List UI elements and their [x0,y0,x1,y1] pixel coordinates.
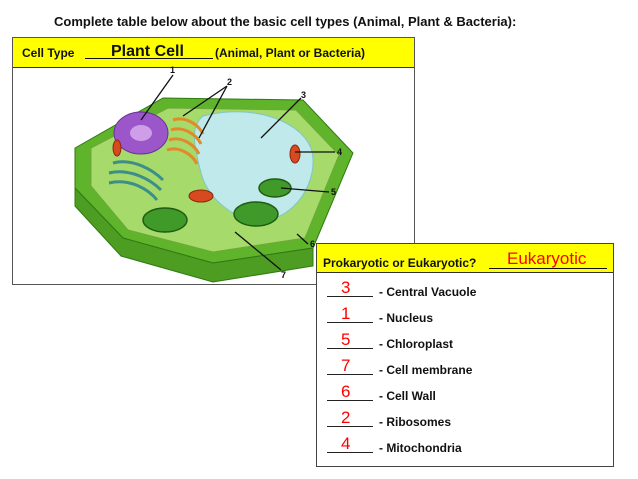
callout-1: 1 [170,65,175,75]
quiz-row: 7 - Cell membrane [327,360,607,382]
mitochondrion [290,145,300,163]
quiz-question: Prokaryotic or Eukaryotic? [323,256,476,270]
answer-number: 2 [341,408,350,428]
quiz-row: 6 - Cell Wall [327,386,607,408]
answer-number: 1 [341,304,350,324]
callout-4: 4 [337,147,342,157]
quiz-panel: Prokaryotic or Eukaryotic? Eukaryotic 3 … [316,243,614,467]
organelle-label: - Mitochondria [379,441,462,455]
answer-number: 3 [341,278,350,298]
quiz-answer: Eukaryotic [507,249,586,269]
answer-number: 4 [341,434,350,454]
quiz-row: 5 - Chloroplast [327,334,607,356]
answer-number: 6 [341,382,350,402]
organelle-label: - Chloroplast [379,337,453,351]
quiz-row: 1 - Nucleus [327,308,607,330]
nucleolus [130,125,152,141]
chloroplast [234,202,278,226]
answer-number: 7 [341,356,350,376]
organelle-label: - Central Vacuole [379,285,476,299]
chloroplast [143,208,187,232]
quiz-row: 2 - Ribosomes [327,412,607,434]
organelle-label: - Ribosomes [379,415,451,429]
organelle-label: - Nucleus [379,311,433,325]
callout-3: 3 [301,90,306,100]
organelle-label: - Cell membrane [379,363,472,377]
quiz-header: Prokaryotic or Eukaryotic? Eukaryotic [317,244,613,273]
callout-7: 7 [281,270,286,280]
callout-5: 5 [331,187,336,197]
callout-6: 6 [310,239,315,249]
quiz-row: 4 - Mitochondria [327,438,607,460]
mitochondrion [113,140,121,156]
quiz-row: 3 - Central Vacuole [327,282,607,304]
answer-number: 5 [341,330,350,350]
callout-2: 2 [227,77,232,87]
mitochondrion [189,190,213,202]
organelle-label: - Cell Wall [379,389,436,403]
instruction-text: Complete table below about the basic cel… [54,14,516,29]
